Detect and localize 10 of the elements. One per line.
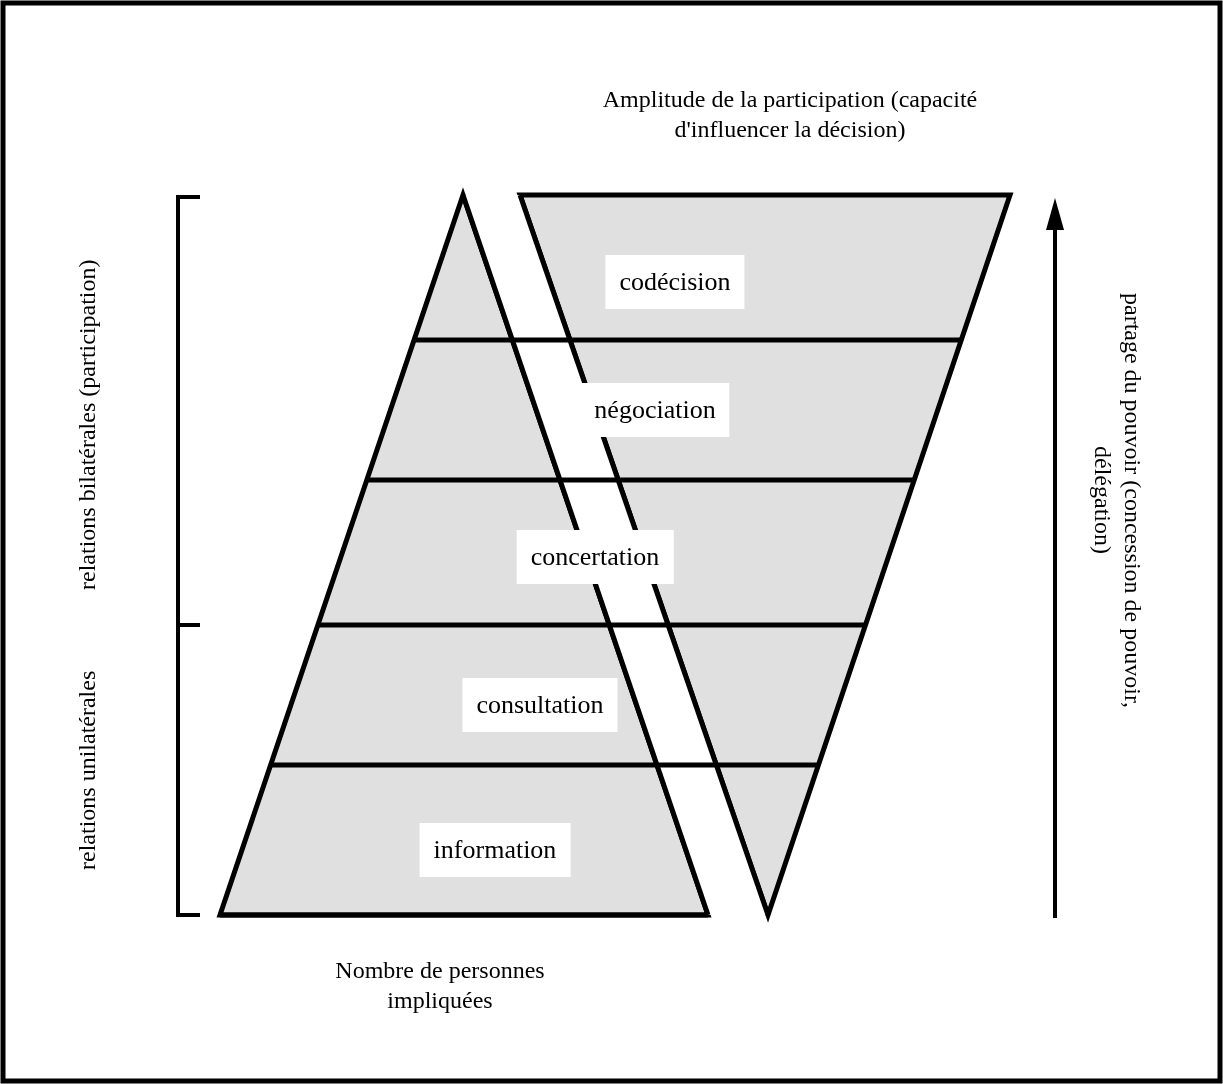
- axis-label: relations bilatérales (participation): [73, 258, 101, 593]
- level-label: information: [419, 823, 571, 877]
- axis-title: Nombre de personnes impliquées: [334, 956, 546, 1015]
- level-label: concertation: [516, 530, 674, 584]
- level-label: consultation: [462, 678, 618, 732]
- axis-label: relations unilatérales: [73, 669, 101, 872]
- axis-label: partage du pouvoir (concession de pouvoir, délégation): [1089, 291, 1147, 710]
- axis-title: Amplitude de la participation (capacité d'influencer la décision): [601, 85, 979, 144]
- level-label: négociation: [580, 383, 730, 437]
- level-label: codécision: [605, 255, 745, 309]
